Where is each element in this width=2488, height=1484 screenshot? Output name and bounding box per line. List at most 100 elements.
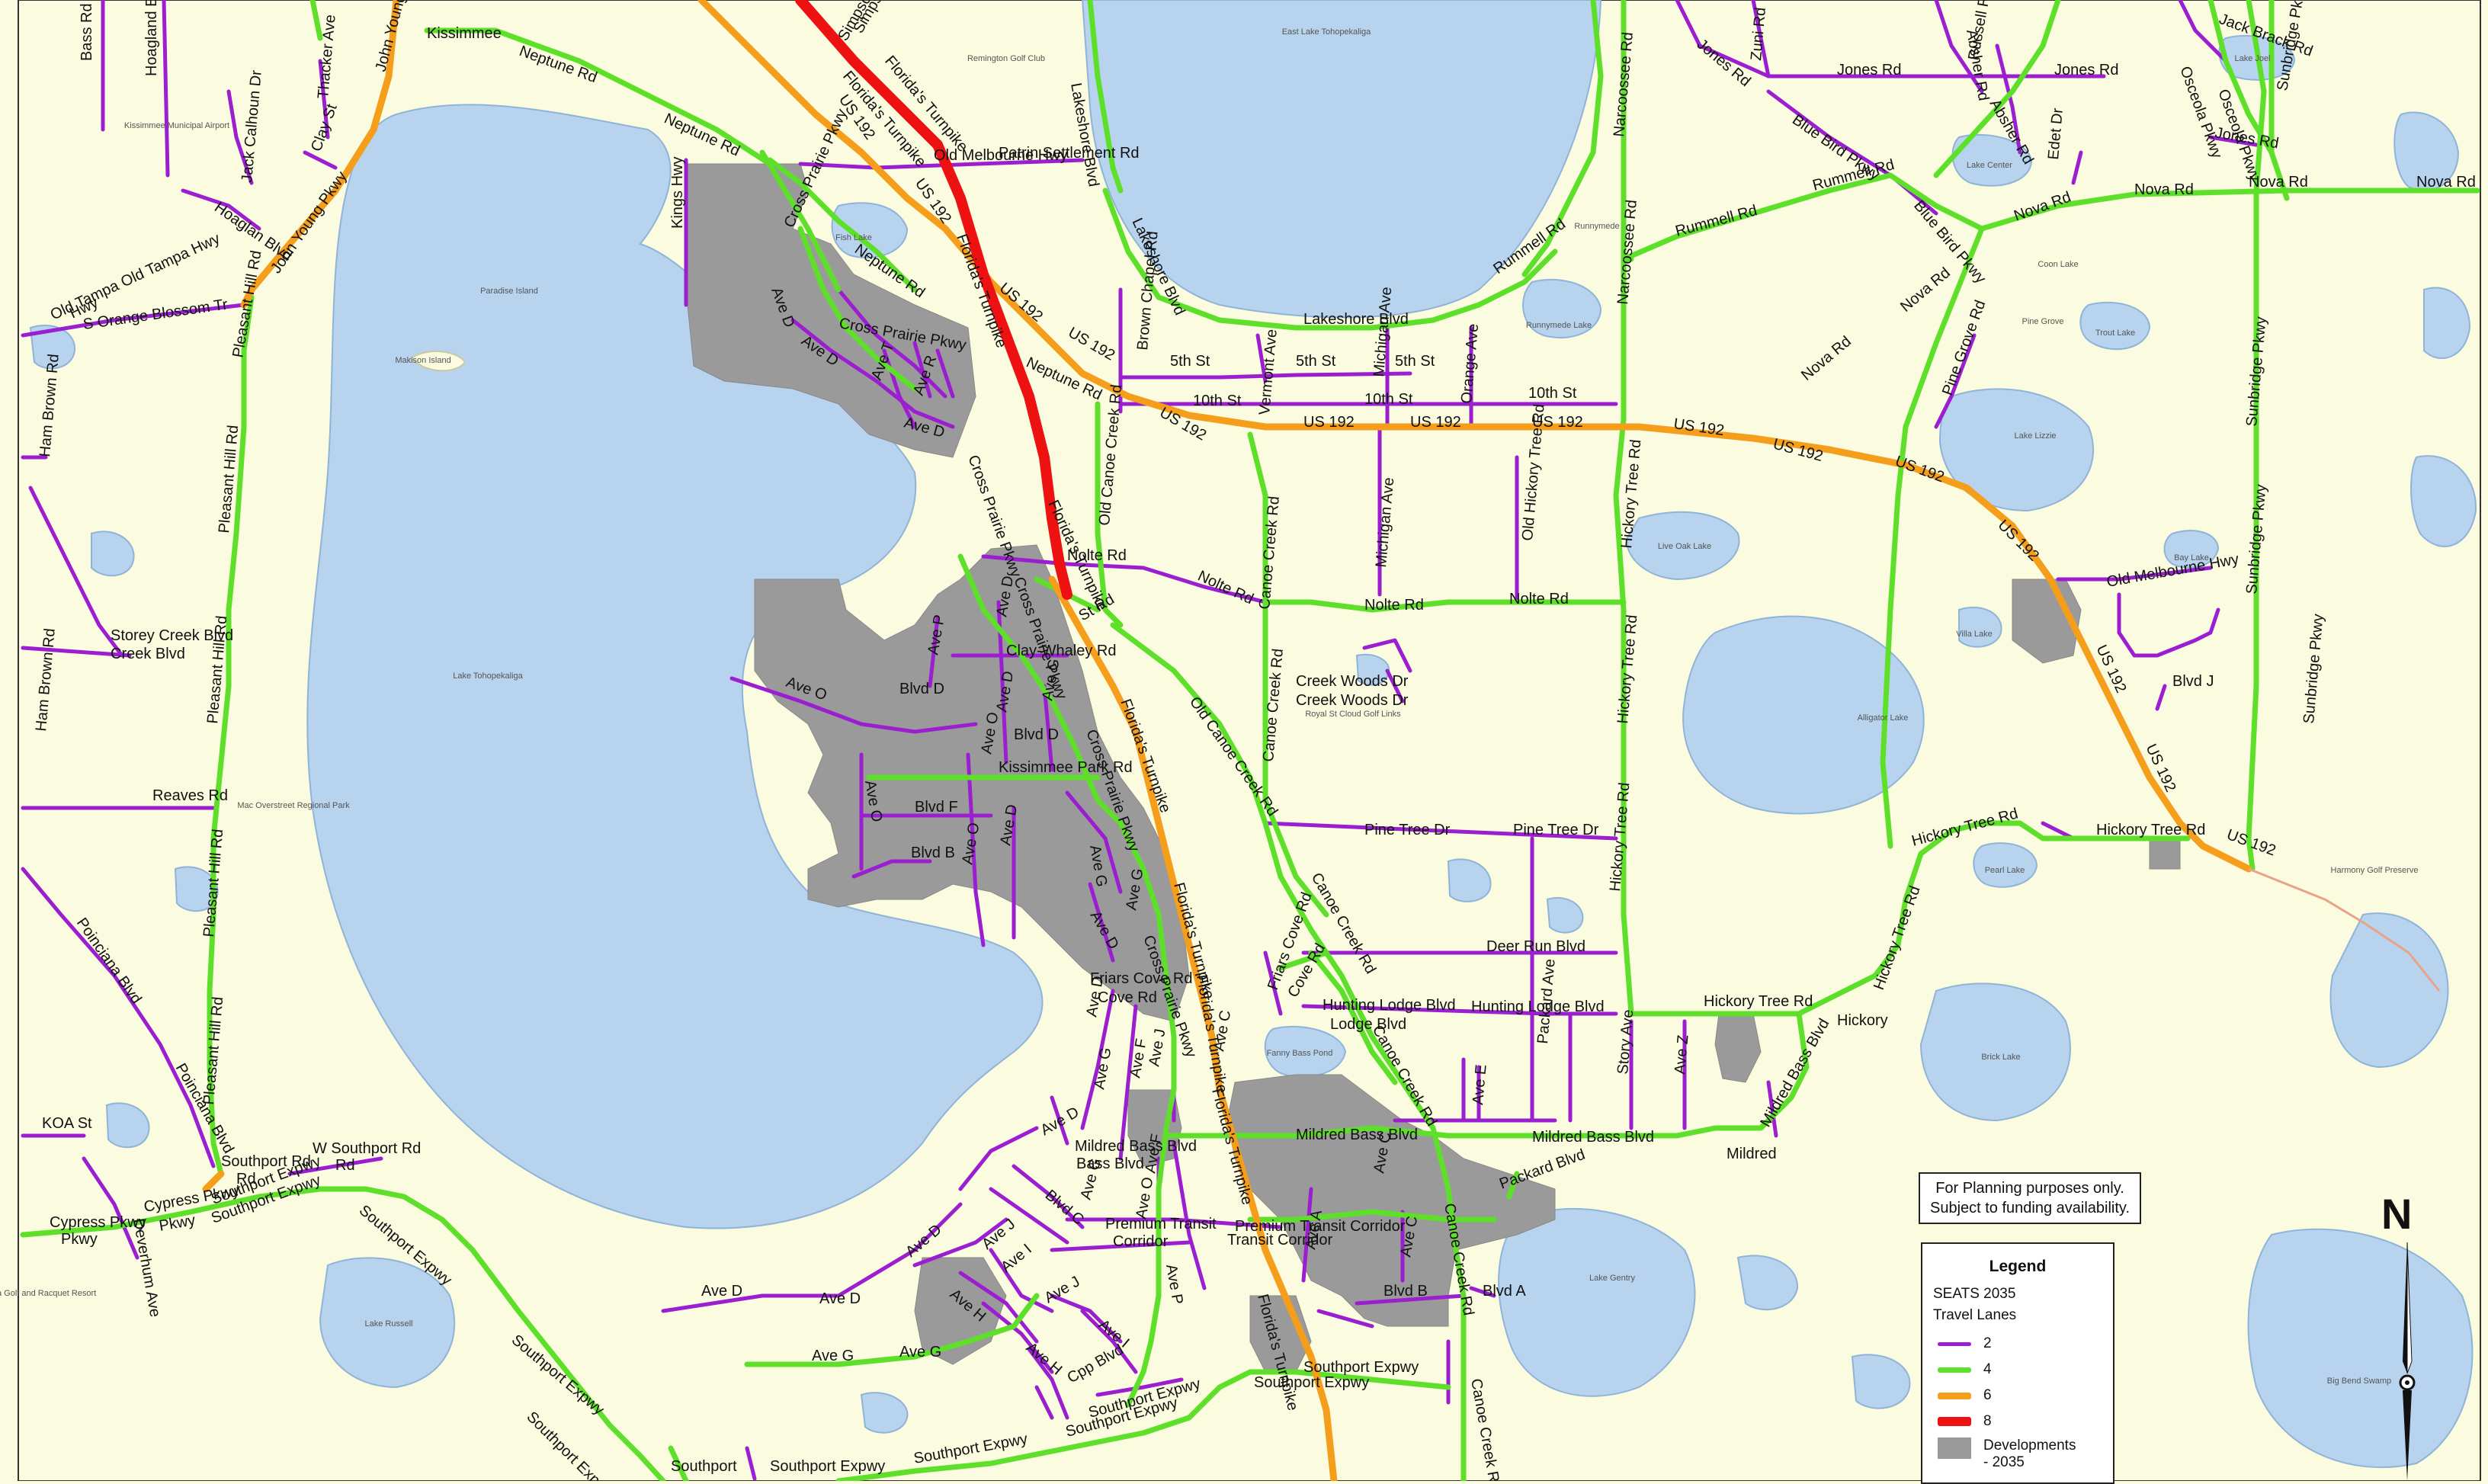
place-label: East Lake Tohopekaliga	[1282, 27, 1371, 37]
place-label: Lake Russell	[365, 1319, 413, 1329]
legend-row-developments: Developments - 2035	[1922, 1438, 2113, 1471]
place-label: Mac Overstreet Regional Park	[237, 801, 350, 810]
road-label: Rd	[236, 1171, 256, 1188]
place-label: Remington Golf Club	[967, 54, 1045, 63]
road-label: Jones Rd	[2054, 62, 2119, 79]
road-us192-east-extension	[2248, 867, 2441, 992]
place-label: Runnymede	[1574, 222, 1619, 231]
road-label: Lodge Blvd	[1330, 1016, 1406, 1033]
west-pond-4	[105, 1102, 150, 1149]
road-label: Southport Expwy	[1254, 1374, 1369, 1391]
place-label: Runnymede Lake	[1526, 321, 1592, 330]
roads-8-lane[interactable]	[795, 0, 1072, 600]
planning-note: For Planning purposes only. Subject to f…	[1919, 1172, 2141, 1224]
fish-lake	[831, 202, 909, 259]
road-label: Mildred Bass Blvd	[1532, 1129, 1654, 1146]
place-label: Alligator Lake	[1858, 713, 1909, 723]
road-label: Southport Expwy	[770, 1458, 885, 1475]
place-label: Fish Lake	[835, 233, 872, 242]
road-label: Hunting Lodge Blvd	[1471, 998, 1605, 1015]
pearl-lake	[1973, 842, 2038, 888]
central-pond-3	[1546, 897, 1584, 934]
east-lake-2	[2423, 287, 2471, 359]
place-label: Bay Lake	[2174, 553, 2209, 563]
development-east-3	[2149, 838, 2181, 870]
road-label: Blvd D	[1014, 726, 1059, 743]
water-bodies	[29, 0, 2477, 1469]
road-label: Bass Rd	[79, 3, 95, 61]
roads-2-lane[interactable]	[21, 0, 2259, 1481]
place-label: Fanny Bass Pond	[1267, 1049, 1333, 1058]
alligator-lake	[1682, 615, 1925, 815]
road-label: Friars Cove Rd	[1090, 970, 1192, 987]
road-label: Mildred Bass Blvd	[1296, 1127, 1418, 1143]
road-label: Mildred	[1727, 1146, 1777, 1162]
road-label: Transit Corridor	[1227, 1232, 1333, 1248]
place-label: Pine Grove	[2021, 317, 2063, 326]
legend-row-lane-8: 8	[1922, 1409, 2113, 1434]
road-label: 5th St	[1170, 353, 1210, 370]
lake-russell	[319, 1257, 456, 1389]
road-label: Hunting Lodge Blvd	[1323, 997, 1456, 1014]
legend-swatch-lane-8	[1938, 1417, 1971, 1426]
road-label: Kissimmee	[427, 25, 502, 42]
road-label: Nova Rd	[2134, 181, 2194, 198]
road-label: Ave Z	[1672, 1034, 1691, 1075]
east-lake-3	[2410, 455, 2477, 547]
road-label: US 192	[1532, 414, 1583, 431]
roads-6-lane[interactable]	[202, 0, 2252, 1481]
road-label: Southport Expwy	[1303, 1359, 1419, 1376]
development-central-west	[754, 544, 1190, 1022]
south-pond-3	[860, 1392, 909, 1434]
road-label: Kings Hwy	[669, 157, 686, 229]
lake-lizzie	[1938, 388, 2095, 512]
road-label: Nolte Rd	[1364, 597, 1424, 614]
road-label: Hickory Tree Rd	[1704, 993, 1813, 1010]
road-label: 10th St	[1364, 391, 1413, 408]
planning-note-line1: For Planning purposes only.	[1935, 1180, 2124, 1197]
road-label: Hickory	[1837, 1012, 1888, 1029]
development-south-central	[1226, 1074, 1556, 1327]
road-label: Jones Rd	[1837, 62, 1902, 79]
road-label: Cypress Pkwy	[50, 1214, 146, 1231]
road-label: Kissimmee Park Rd	[999, 759, 1133, 776]
planning-note-line2: Subject to funding availability.	[1929, 1200, 2130, 1216]
legend-title: Legend	[1989, 1258, 2047, 1275]
legend-label-lane-6: 6	[1983, 1387, 1992, 1403]
road-label: Blvd B	[911, 845, 955, 861]
legend-swatch-developments	[1938, 1438, 1971, 1459]
road-label: Bass Blvd	[1076, 1155, 1144, 1172]
place-label: Lake Gentry	[1589, 1274, 1635, 1283]
legend-label-lane-4: 4	[1983, 1361, 1992, 1377]
legend-rows: 2 4 6 8	[1922, 1331, 2113, 1434]
legend-row-lane-2: 2	[1922, 1331, 2113, 1357]
road-label: Blvd A	[1483, 1283, 1526, 1300]
road-label: Ave G	[899, 1344, 941, 1361]
road-label: Nolte Rd	[1067, 547, 1127, 564]
legend-row-lane-4: 4	[1922, 1357, 2113, 1383]
runnymede-lake	[1522, 278, 1602, 339]
legend-subtitle-2: Travel Lanes	[1933, 1307, 2017, 1323]
road-label: Blvd D	[899, 681, 944, 697]
place-label: Trout Lake	[2095, 329, 2135, 338]
road-label: Nova Rd	[2416, 174, 2476, 191]
place-label: Poinciana Golf and Racquet Resort	[0, 1289, 96, 1298]
east-lake	[2329, 912, 2449, 1069]
road-label: US 192	[1303, 414, 1355, 431]
place-label: Coon Lake	[2038, 260, 2078, 269]
north-arrow-letter: N	[2381, 1190, 2413, 1238]
lake-gentry	[1498, 1207, 1696, 1397]
road-label: Deer Run Blvd	[1486, 938, 1585, 955]
place-label: Villa Lake	[1956, 630, 1993, 639]
legend-label-developments: Developments - 2035	[1983, 1438, 2076, 1471]
road-label: Lakeshore Blvd	[1303, 311, 1409, 328]
road-label: Pine Tree Dr	[1364, 822, 1451, 838]
road-label: Pkwy	[61, 1231, 98, 1248]
road-label: Ave D	[701, 1283, 742, 1300]
road-label: US 192	[1410, 414, 1461, 431]
place-label: Lake Tohopekaliga	[453, 671, 523, 681]
legend-subtitle-1: SEATS 2035	[1933, 1286, 2016, 1302]
